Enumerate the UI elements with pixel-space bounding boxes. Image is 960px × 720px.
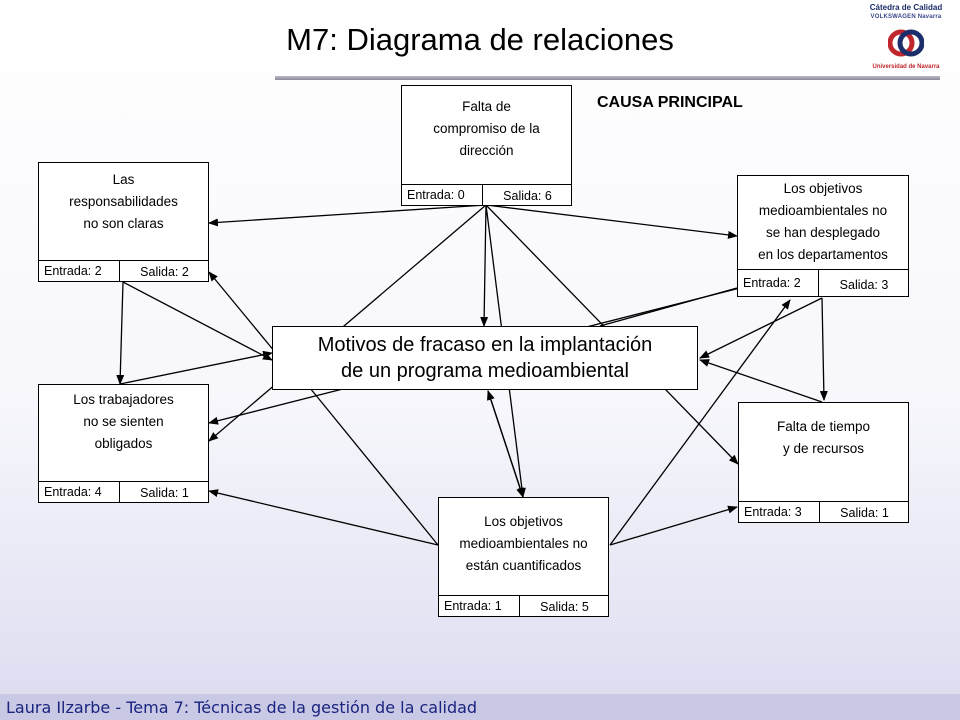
- node-direccion-entrada: Entrada: 0: [401, 185, 483, 206]
- node-tiempo-salida: Salida: 1: [840, 506, 889, 520]
- arrow-cuantificados-desplegados: [609, 299, 791, 546]
- universidad-navarra-logo-icon: [888, 29, 924, 57]
- arrow-cuantificados-trabajadores: [208, 489, 439, 546]
- arrow-direccion-center: [480, 204, 489, 327]
- node-trabajadores-salida: Salida: 1: [140, 486, 189, 500]
- node-cuantificados-salida: Salida: 5: [540, 600, 589, 614]
- logo-line-2: VOLKSWAGEN Navarra: [870, 14, 942, 20]
- node-trabajadores: Los trabajadores no se sienten obligados…: [38, 384, 209, 503]
- footer-bar: Laura Ilzarbe - Tema 7: Técnicas de la g…: [0, 694, 960, 720]
- node-desplegados-line-2: medioambientales no: [758, 203, 888, 218]
- node-responsabilidades-line-2: responsabilidades: [69, 194, 178, 209]
- footer-text: Laura Ilzarbe - Tema 7: Técnicas de la g…: [6, 698, 478, 717]
- arrow-responsabilidades-trabajadores: [116, 281, 125, 385]
- central-problem-box: Motivos de fracaso en la implantación de…: [272, 326, 698, 390]
- node-direccion: Falta de compromiso de la dirección Entr…: [401, 85, 572, 206]
- node-responsabilidades-line-1: Las: [112, 172, 135, 187]
- logo-line-3: Universidad de Navarra: [872, 64, 940, 70]
- node-cuantificados-line-2: medioambientales no: [459, 536, 588, 551]
- arrow-desplegados-center: [699, 297, 823, 359]
- main-cause-label: CAUSA PRINCIPAL: [597, 94, 743, 111]
- node-cuantificados-line-1: Los objetivos: [484, 514, 563, 529]
- node-trabajadores-line-1: Los trabajadores: [73, 392, 174, 407]
- node-trabajadores-line-3: obligados: [94, 436, 153, 451]
- node-tiempo-entrada: Entrada: 3: [738, 502, 820, 523]
- node-direccion-line-3: dirección: [459, 143, 514, 158]
- node-trabajadores-line-2: no se sienten: [83, 414, 164, 429]
- node-cuantificados-entrada: Entrada: 1: [438, 596, 520, 617]
- node-direccion-salida: Salida: 6: [503, 189, 552, 203]
- node-trabajadores-entrada: Entrada: 4: [38, 482, 120, 503]
- arrow-direccion-objetivos-desplegados: [485, 204, 738, 239]
- page-title: M7: Diagrama de relaciones: [286, 22, 674, 57]
- arrow-cuantificados-center-line: [309, 387, 439, 546]
- arrow-desplegados-tiempo: [819, 297, 828, 401]
- node-responsabilidades-line-3: no son claras: [83, 216, 164, 231]
- node-desplegados-salida: Salida: 3: [839, 278, 889, 292]
- node-direccion-line-2: compromiso de la: [433, 121, 540, 136]
- logo: Cátedra de Calidad VOLKSWAGEN Navarra Un…: [858, 3, 954, 73]
- arrow-cuantificados-tiempo: [609, 505, 738, 546]
- node-direccion-line-1: Falta de: [462, 99, 511, 114]
- node-desplegados-entrada: Entrada: 2: [737, 270, 819, 297]
- arrow-direccion-responsabilidades: [208, 204, 487, 227]
- node-tiempo: Falta de tiempo y de recursos Entrada: 3…: [738, 402, 909, 523]
- arrow-center-responsabilidades: [208, 271, 276, 353]
- arrow-center-desplegados: [599, 287, 738, 327]
- title-underline: [275, 76, 940, 80]
- node-responsabilidades: Las responsabilidades no son claras Entr…: [38, 162, 209, 282]
- node-tiempo-line-2: y de recursos: [782, 441, 865, 456]
- arrow-tiempo-center: [699, 359, 823, 403]
- logo-line-1: Cátedra de Calidad: [869, 3, 943, 12]
- arrow-direccion-trabajadores: [208, 204, 487, 442]
- node-responsabilidades-entrada: Entrada: 2: [38, 261, 120, 282]
- arrow-trabajadores-center: [119, 350, 273, 385]
- node-tiempo-line-1: Falta de tiempo: [776, 419, 871, 434]
- node-desplegados-line-3: se han desplegado: [765, 225, 881, 240]
- node-desplegados-line-1: Los objetivos: [783, 181, 863, 196]
- central-problem-line-1: Motivos de fracaso en la implantación: [317, 334, 653, 356]
- arrow-responsabilidades-center: [122, 281, 273, 361]
- arrow-center-cuantificados: [487, 390, 524, 498]
- node-cuantificados-line-3: están cuantificados: [465, 558, 582, 573]
- node-objetivos-desplegados: Los objetivos medioambientales no se han…: [737, 175, 909, 297]
- node-responsabilidades-salida: Salida: 2: [140, 265, 189, 279]
- node-desplegados-line-4: en los departamentos: [758, 247, 888, 262]
- central-problem-line-2: de un programa medioambiental: [341, 360, 629, 382]
- node-cuantificados: Los objetivos medioambientales no están …: [438, 497, 609, 617]
